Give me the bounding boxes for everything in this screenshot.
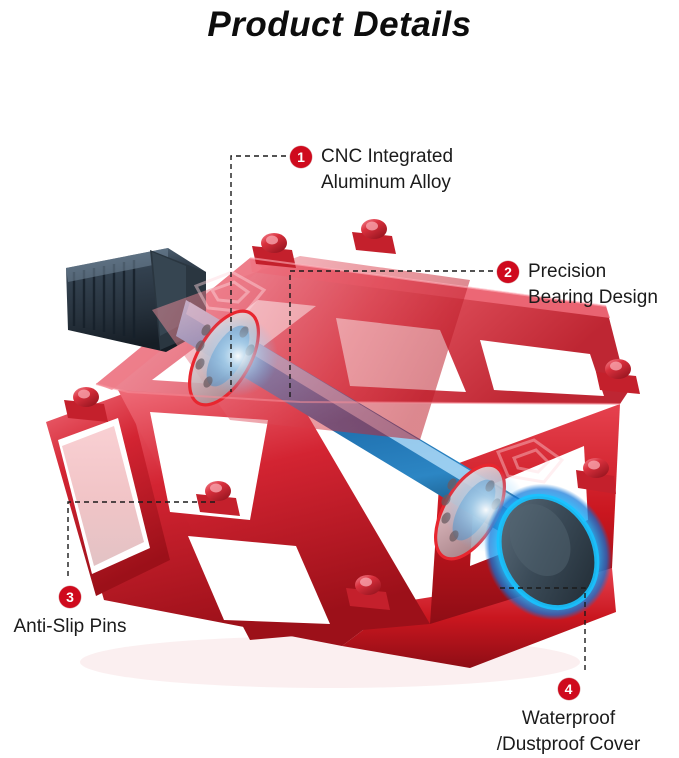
bearing-cutaway-right	[434, 463, 528, 561]
callout-2: 2 Precision Bearing Design	[497, 261, 658, 311]
callout-3: 3 Anti-Slip Pins	[0, 586, 140, 640]
callout-badge-1: 1	[290, 146, 312, 168]
callout-1: 1 CNC Integrated Aluminum Alloy	[290, 146, 453, 196]
page-title: Product Details	[207, 5, 472, 44]
callout-label-4: Waterproof /Dustproof Cover	[496, 708, 641, 755]
callout-label-3: Anti-Slip Pins	[13, 616, 127, 637]
callout-badge-2: 2	[497, 261, 519, 283]
callout-badge-3: 3	[59, 586, 81, 608]
dust-cover	[484, 483, 612, 621]
callout-badge-4: 4	[557, 678, 580, 700]
callout-4: 4 Waterproof /Dustproof Cover	[458, 678, 679, 758]
callout-label-2: Precision Bearing Design	[528, 261, 658, 308]
callout-label-1: CNC Integrated Aluminum Alloy	[321, 146, 454, 193]
